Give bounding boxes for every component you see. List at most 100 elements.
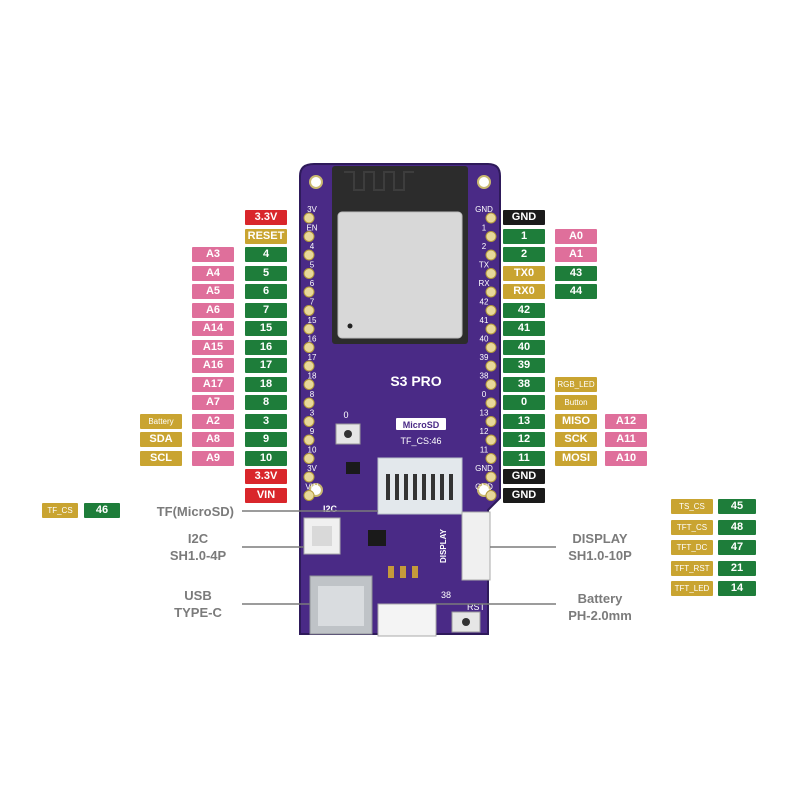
silkscreen-label: 18	[308, 372, 317, 381]
left-pin-number: 3	[245, 414, 287, 429]
left-pin-number: 18	[245, 377, 287, 392]
header-pad	[303, 268, 315, 279]
left-pin-number: 8	[245, 395, 287, 410]
left-pin-analog: A6	[192, 303, 234, 318]
silkscreen-label: 12	[480, 427, 489, 436]
silkscreen-label: 8	[310, 390, 315, 399]
display-pin-label: TS_CS	[671, 499, 713, 514]
right-pin-number: 39	[503, 358, 545, 373]
left-pin-number: 7	[245, 303, 287, 318]
callout-usb-line1: USB	[184, 588, 212, 603]
module-shield	[337, 211, 463, 339]
sd-contact	[431, 474, 435, 500]
right-pin-function: MISO	[555, 414, 597, 429]
right-pin-function: Button	[555, 395, 597, 410]
header-pad	[485, 342, 497, 353]
header-pad	[485, 231, 497, 242]
silkscreen-label: 0	[482, 390, 487, 399]
pin38-silk: 38	[441, 590, 451, 600]
silkscreen-label: 6	[310, 279, 315, 288]
silkscreen-label: EN	[306, 224, 317, 233]
silkscreen-label: 7	[310, 298, 315, 307]
silkscreen-label: 3	[310, 409, 315, 418]
left-pin-analog: A5	[192, 284, 234, 299]
header-pad	[303, 471, 315, 483]
left-pin-analog: A8	[192, 432, 234, 447]
left-pin-analog: A7	[192, 395, 234, 410]
header-pad	[303, 231, 315, 242]
sd-contact	[413, 474, 417, 500]
header-pad	[485, 268, 497, 279]
header-pad	[485, 397, 497, 409]
silkscreen-label: TX	[479, 261, 490, 270]
mounting-hole-icon	[477, 175, 491, 189]
callout-display-line2: SH1.0-10P	[568, 548, 632, 563]
right-pin-analog: A12	[605, 414, 647, 429]
right-pin-number: GND	[503, 488, 545, 503]
callout-tf: TF(MicroSD)	[120, 503, 234, 520]
right-pin-analog: A0	[555, 229, 597, 244]
display-pin-label: TFT_DC	[671, 540, 713, 555]
display-pin-number: 14	[718, 581, 756, 596]
display-pin-number: 21	[718, 561, 756, 576]
header-pad	[303, 212, 315, 224]
left-pin-function: Battery	[140, 414, 182, 429]
header-pad	[303, 342, 315, 353]
header-pad	[303, 397, 315, 409]
header-pad	[303, 453, 315, 464]
right-pin-number: 38	[503, 377, 545, 392]
microsd-contacts	[386, 474, 453, 500]
header-pad	[303, 416, 315, 427]
microsd-logo: MicroSD	[403, 420, 440, 430]
header-pad	[485, 212, 497, 224]
left-pin-number: 15	[245, 321, 287, 336]
right-pin-extra: 44	[555, 284, 597, 299]
right-pin-number: 40	[503, 340, 545, 355]
right-pin-extra: 43	[555, 266, 597, 281]
right-pin-number: 42	[503, 303, 545, 318]
tf-cs-label: TF_CS	[42, 503, 78, 518]
right-pin-number: GND	[503, 210, 545, 225]
left-pin-number: RESET	[245, 229, 287, 244]
silkscreen-label: GND	[475, 464, 493, 473]
right-pin-number: 12	[503, 432, 545, 447]
silkscreen-label: 3V	[307, 205, 317, 214]
left-pin-analog: A2	[192, 414, 234, 429]
callout-usb-line2: TYPE-C	[174, 605, 222, 620]
sd-contact	[422, 474, 426, 500]
sd-contact	[395, 474, 399, 500]
right-pin-analog: A10	[605, 451, 647, 466]
left-pin-number: 5	[245, 266, 287, 281]
left-pin-number: 16	[245, 340, 287, 355]
left-pin-analog: A16	[192, 358, 234, 373]
display-pin-label: TFT_CS	[671, 520, 713, 535]
header-pad	[303, 490, 315, 501]
left-pin-analog: A14	[192, 321, 234, 336]
i2c-connector	[303, 517, 341, 555]
left-pin-number: 6	[245, 284, 287, 299]
silkscreen-label: 11	[480, 446, 489, 455]
header-pad	[485, 360, 497, 372]
header-pad	[303, 379, 315, 390]
boot-button-silk: 0	[343, 410, 348, 420]
right-pin-number: 0	[503, 395, 545, 410]
silkscreen-label: 3V	[307, 464, 317, 473]
left-header-pads	[303, 212, 315, 501]
right-pin-function: RGB_LED	[555, 377, 597, 392]
right-pin-number: 13	[503, 414, 545, 429]
header-pad	[485, 416, 497, 427]
header-pad	[303, 249, 315, 261]
header-pad	[303, 434, 315, 446]
silkscreen-label: 16	[308, 335, 317, 344]
tf-cs-number: 46	[84, 503, 120, 518]
right-pin-number: GND	[503, 469, 545, 484]
left-pin-function: SCL	[140, 451, 182, 466]
header-pad	[485, 249, 497, 261]
silkscreen-label: 1	[482, 224, 487, 233]
callout-i2c: I2C SH1.0-4P	[150, 530, 246, 564]
callout-battery: Battery PH-2.0mm	[552, 590, 648, 624]
left-pin-number: 3.3V	[245, 210, 287, 225]
callout-i2c-line2: SH1.0-4P	[169, 548, 227, 563]
